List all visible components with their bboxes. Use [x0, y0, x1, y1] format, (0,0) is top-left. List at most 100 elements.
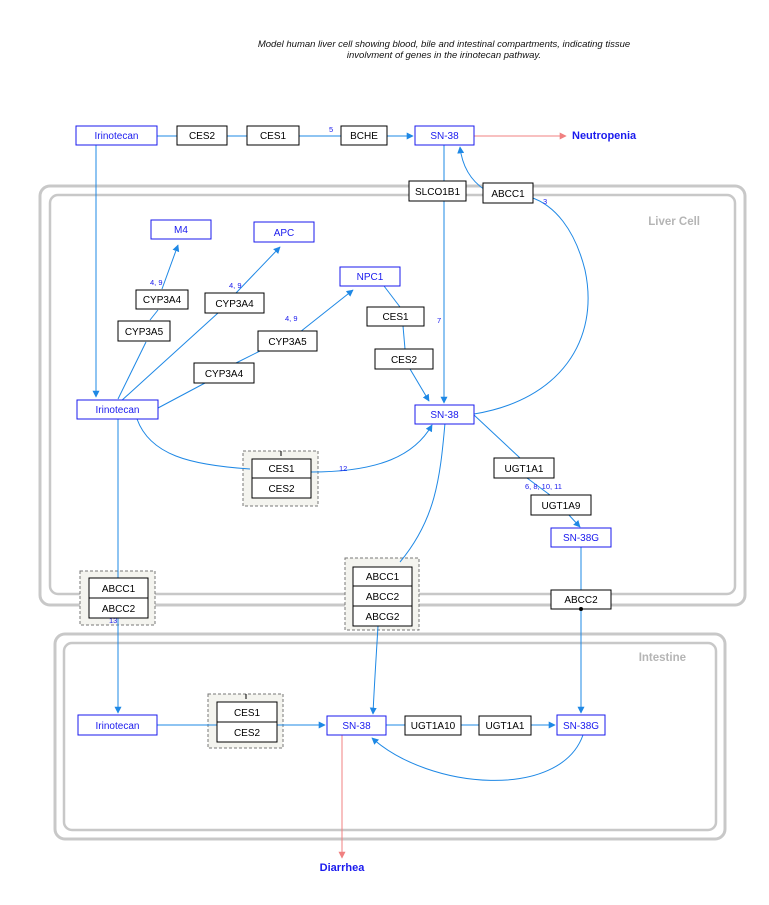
svg-text:Irinotecan: Irinotecan [96, 721, 140, 732]
gene-bche[interactable]: BCHE [340, 125, 388, 146]
svg-text:ABCC2: ABCC2 [564, 595, 598, 606]
outcome-diarrhea[interactable]: Diarrhea [320, 862, 366, 874]
edge-cyp3a5-npc1 [299, 289, 354, 333]
svg-text:CES2: CES2 [391, 355, 418, 366]
ref-ugt: 6, 8, 10, 11 [525, 482, 562, 491]
ref-abcc1-top: 3 [543, 197, 547, 206]
liver-compartment-label: Liver Cell [648, 216, 700, 228]
svg-text:BCHE: BCHE [350, 131, 378, 142]
svg-text:CES2: CES2 [189, 131, 216, 142]
gene-abcc2-left[interactable]: ABCC2 [88, 597, 149, 619]
metabolite-irinotecan-liver[interactable]: Irinotecan [76, 399, 159, 420]
svg-text:ABCC1: ABCC1 [491, 189, 525, 200]
metabolite-sn38g-liver[interactable]: SN-38G [550, 527, 612, 548]
gene-ces2-group[interactable]: CES2 [251, 477, 312, 499]
gene-cyp3a4-m4[interactable]: CYP3A4 [135, 289, 189, 310]
gene-abcc1-mid[interactable]: ABCC1 [352, 566, 413, 587]
gene-slco1b1[interactable]: SLCO1B1 [408, 180, 467, 202]
svg-text:ABCC1: ABCC1 [366, 572, 400, 583]
metabolite-sn38-intestine[interactable]: SN-38 [326, 715, 387, 736]
svg-text:M4: M4 [174, 225, 188, 236]
metabolite-sn38-blood[interactable]: SN-38 [414, 125, 475, 146]
metabolite-irinotecan-blood[interactable]: Irinotecan [75, 125, 158, 146]
svg-text:CYP3A4: CYP3A4 [205, 369, 244, 380]
svg-text:SN-38: SN-38 [430, 410, 459, 421]
svg-text:ABCC2: ABCC2 [102, 604, 136, 615]
edge-irinotecan-cyp3a4-npc [157, 382, 206, 409]
svg-text:Irinotecan: Irinotecan [96, 405, 140, 416]
svg-text:APC: APC [274, 228, 295, 239]
metabolite-sn38g-intestine[interactable]: SN-38G [556, 714, 606, 736]
edge-ugt1a1-ugt1a9 [526, 477, 551, 496]
gene-ces2-blood[interactable]: CES2 [176, 125, 228, 146]
svg-text:SN-38: SN-38 [430, 131, 459, 142]
gene-ugt1a1-liver[interactable]: UGT1A1 [493, 457, 555, 479]
gene-abcc1-left[interactable]: ABCC1 [88, 577, 149, 599]
metabolite-npc1[interactable]: NPC1 [339, 266, 401, 287]
ref-ces-group: 12 [339, 464, 347, 473]
edge-sn38-ugt1a1 [473, 414, 521, 459]
svg-text:SN-38G: SN-38G [563, 533, 599, 544]
gene-ugt1a9[interactable]: UGT1A9 [530, 494, 592, 516]
svg-text:CYP3A4: CYP3A4 [215, 299, 254, 310]
edge-cyp3a4-m4 [161, 244, 180, 290]
gene-ces1-group[interactable]: CES1 [251, 458, 312, 479]
gene-cyp3a5[interactable]: CYP3A5 [117, 320, 171, 342]
edge-sn38gint-sn38int [371, 734, 584, 781]
svg-text:CES1: CES1 [268, 464, 295, 475]
svg-text:UGT1A1: UGT1A1 [486, 721, 525, 732]
diagram-title-line1: Model human liver cell showing blood, bi… [258, 39, 630, 50]
svg-text:CES2: CES2 [268, 484, 295, 495]
ref-npc1: 4, 9 [285, 314, 298, 323]
gene-cyp3a5-npc[interactable]: CYP3A5 [257, 330, 318, 352]
gene-ces1-intestine[interactable]: CES1 [216, 701, 278, 723]
gene-cyp3a4-npc[interactable]: CYP3A4 [193, 362, 255, 384]
metabolite-m4[interactable]: M4 [150, 219, 212, 240]
ref-sn38-transport: 7 [437, 316, 441, 325]
edge-irinotecan-cyp3a5 [117, 341, 147, 400]
metabolite-sn38-liver[interactable]: SN-38 [414, 404, 475, 425]
svg-text:SLCO1B1: SLCO1B1 [415, 187, 460, 198]
metabolite-apc[interactable]: APC [253, 221, 315, 243]
gene-abcc2-right[interactable]: ABCC2 [550, 589, 612, 610]
gene-ces1-blood[interactable]: CES1 [246, 125, 300, 146]
edge-sn38-abc-group [399, 422, 446, 563]
gene-ugt1a10[interactable]: UGT1A10 [404, 715, 462, 736]
svg-text:SN-38: SN-38 [342, 721, 371, 732]
svg-text:UGT1A1: UGT1A1 [505, 464, 544, 475]
ref-apc: 4, 9 [229, 281, 242, 290]
gene-abcc1-top[interactable]: ABCC1 [482, 182, 534, 204]
edge-ces-group-sn38 [310, 424, 433, 473]
svg-text:ABCC2: ABCC2 [366, 592, 400, 603]
gene-ugt1a1-intestine[interactable]: UGT1A1 [478, 715, 532, 736]
edge-cyp3a4-apc [235, 246, 281, 294]
edge-ugt1a9-sn38g [567, 513, 581, 528]
svg-text:UGT1A10: UGT1A10 [411, 721, 456, 732]
diagram-title-line2: involvment of genes in the irinotecan pa… [347, 50, 541, 61]
svg-text:UGT1A9: UGT1A9 [542, 501, 581, 512]
metabolite-irinotecan-intestine[interactable]: Irinotecan [77, 714, 158, 736]
edge-cyp3a4-cyp3a5-npc [235, 349, 263, 364]
intestine-compartment-label: Intestine [639, 652, 686, 664]
edge-abcc1-sn38 [457, 146, 486, 191]
gene-abcg2-mid[interactable]: ABCG2 [352, 605, 413, 627]
gene-ces1-npc[interactable]: CES1 [366, 306, 425, 327]
svg-text:CES2: CES2 [234, 728, 261, 739]
outcome-neutropenia[interactable]: Neutropenia [572, 130, 637, 142]
svg-text:NPC1: NPC1 [357, 272, 384, 283]
edges [92, 132, 589, 859]
gene-ces2-intestine[interactable]: CES2 [216, 721, 278, 743]
svg-text:CES1: CES1 [234, 708, 261, 719]
connector-dot [579, 607, 583, 611]
gene-abcc2-mid[interactable]: ABCC2 [352, 585, 413, 607]
ref-abcc-left: 13 [109, 616, 117, 625]
ref-bche: 5 [329, 125, 333, 134]
svg-text:CYP3A4: CYP3A4 [143, 295, 182, 306]
gene-cyp3a4-apc[interactable]: CYP3A4 [204, 292, 265, 314]
gene-ces2-npc[interactable]: CES2 [374, 348, 434, 370]
svg-text:Irinotecan: Irinotecan [95, 131, 139, 142]
svg-text:CES1: CES1 [260, 131, 287, 142]
edge-npc1-ces1 [383, 285, 401, 308]
svg-text:ABCC1: ABCC1 [102, 584, 136, 595]
